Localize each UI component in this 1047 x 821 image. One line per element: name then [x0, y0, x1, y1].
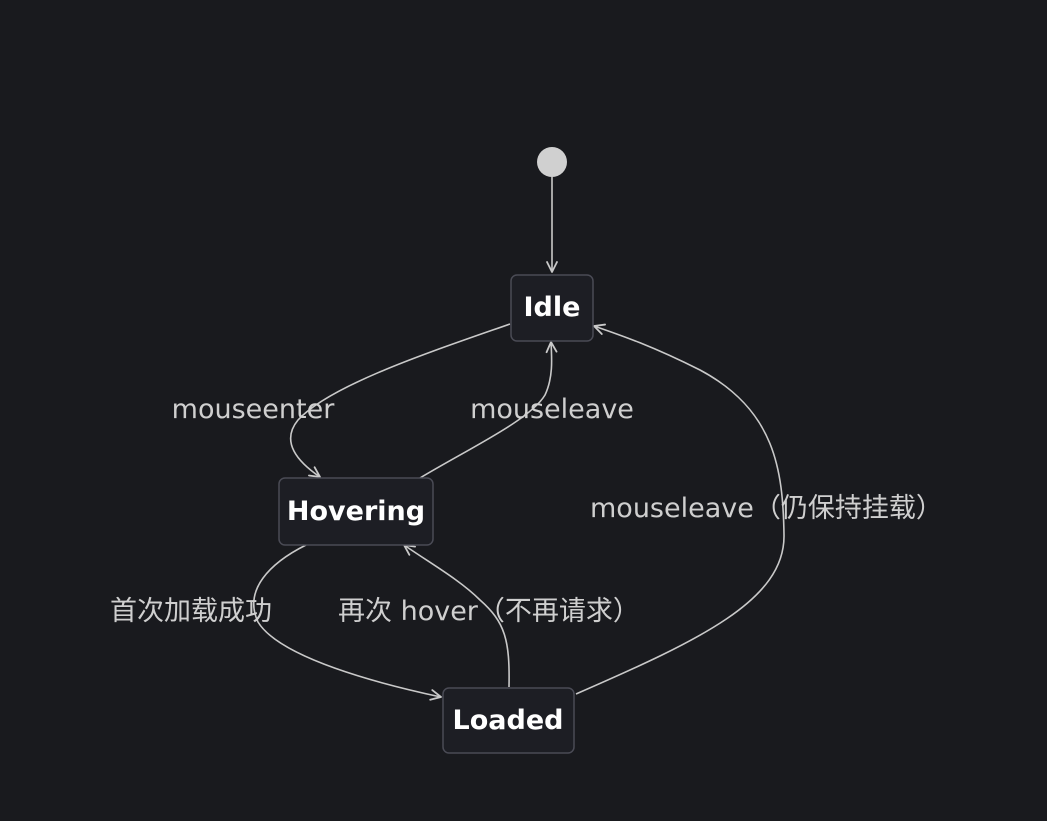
state-hovering-label: Hovering: [287, 496, 425, 527]
state-loaded-label: Loaded: [453, 705, 564, 736]
edge-idle-to-hovering: [289, 323, 511, 478]
label-first-load-success: 首次加载成功: [110, 596, 272, 627]
label-mouseleave-hovering: mouseleave: [470, 394, 634, 425]
initial-state-dot: [537, 147, 567, 177]
edge-hovering-to-idle: [419, 341, 558, 479]
state-idle: Idle: [510, 274, 594, 342]
state-hovering: Hovering: [278, 477, 434, 546]
label-mouseenter: mouseenter: [172, 394, 336, 425]
edge-loaded-to-idle: [575, 323, 785, 695]
edge-loaded-to-hovering: [403, 544, 510, 688]
state-loaded: Loaded: [442, 687, 575, 754]
label-mouseleave-loaded: mouseleave（仍保持挂载）: [590, 493, 943, 524]
state-idle-label: Idle: [524, 292, 581, 323]
label-hover-again: 再次 hover（不再请求）: [338, 596, 640, 627]
edge-hovering-to-loaded: [252, 544, 442, 701]
